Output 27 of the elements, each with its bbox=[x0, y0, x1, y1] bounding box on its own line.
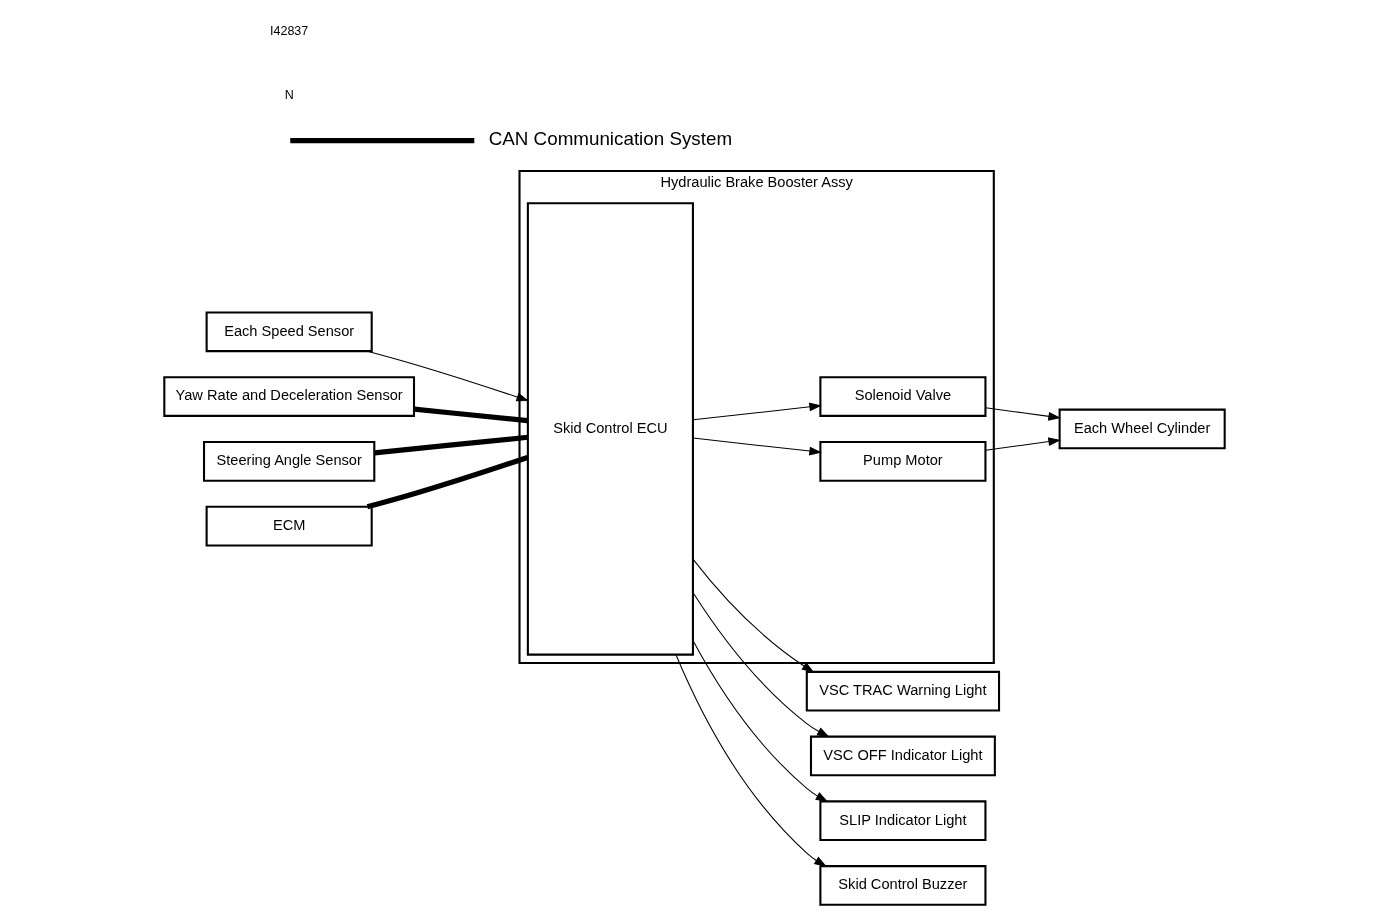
label: I42837 bbox=[270, 23, 309, 38]
arrow bbox=[692, 639, 829, 802]
node-box: Yaw Rate and Deceleration Sensor bbox=[163, 375, 416, 417]
arrow bbox=[985, 406, 1061, 421]
node-box: Skid Control Buzzer bbox=[819, 864, 987, 906]
node-box: Solenoid Valve bbox=[819, 375, 987, 417]
node-box: VSC OFF Indicator Light bbox=[809, 735, 996, 776]
node-box: Steering Angle Sensor bbox=[202, 440, 376, 482]
node-box: Each Speed Sensor bbox=[205, 310, 373, 352]
arrow bbox=[692, 591, 830, 737]
arrow bbox=[692, 437, 822, 455]
label: N bbox=[284, 87, 294, 102]
node-box: Skid Control ECU bbox=[526, 201, 694, 656]
node-box: SLIP Indicator Light bbox=[819, 799, 987, 841]
node-box: Each Wheel Cylinder bbox=[1058, 408, 1226, 449]
node-box: Pump Motor bbox=[819, 440, 987, 482]
connector bbox=[413, 406, 528, 423]
arrow bbox=[366, 350, 529, 401]
node-box: VSC TRAC Warning Light bbox=[805, 670, 1001, 712]
connector bbox=[366, 454, 529, 509]
arrow bbox=[675, 653, 827, 867]
arrow bbox=[985, 436, 1061, 451]
connector bbox=[374, 434, 528, 455]
arrow bbox=[692, 558, 815, 673]
legend-label: CAN Communication System bbox=[488, 127, 733, 149]
node-box: ECM bbox=[205, 505, 373, 546]
arrow bbox=[692, 402, 822, 420]
